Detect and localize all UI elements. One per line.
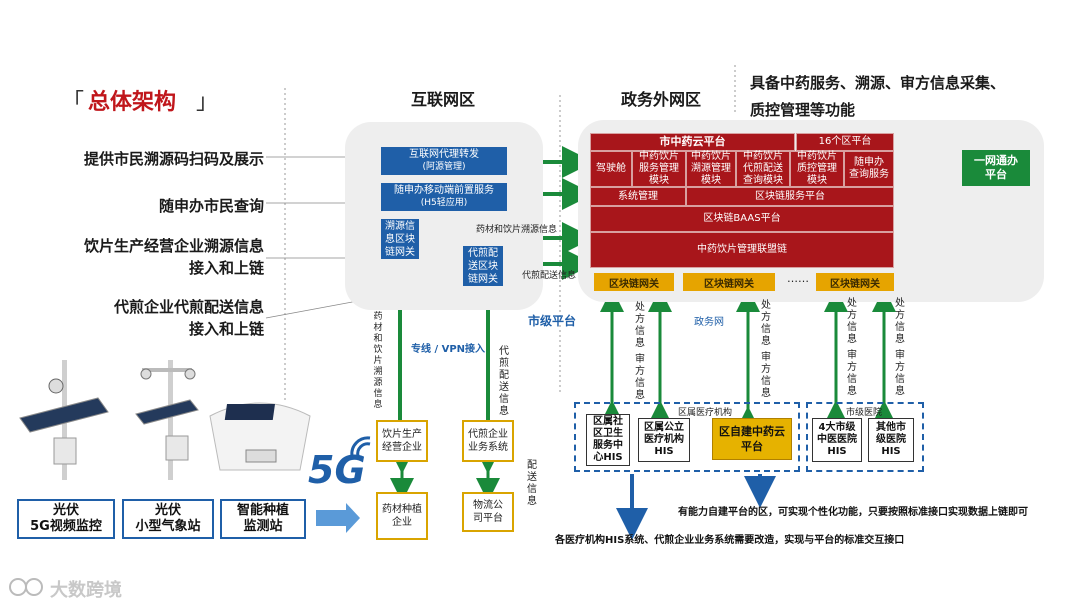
- weather-station-icon: [135, 360, 199, 480]
- watermark-text: 大数跨境: [50, 580, 122, 601]
- zone-gov-external-title: 政务外网区: [621, 90, 702, 109]
- chain-gateway-1: 区块链网关: [594, 273, 674, 291]
- title-close-bracket: 」: [196, 90, 219, 115]
- his-modify-note: 各医疗机构HIS系统、代煎企业业务系统需要改造，实现与平台的标准交互接口: [555, 535, 905, 546]
- district-self-built-tcm-cloud: 区自建中药云平台: [712, 418, 792, 460]
- functions-text: 具备中药服务、溯源、审方信息采集、质控管理等功能: [750, 74, 1006, 119]
- decoct-delivery-label: 代煎配送信息: [522, 271, 577, 281]
- chain-gateway-2: 区块链网关: [683, 273, 775, 291]
- v-audit-label-4: 审方信息: [895, 350, 905, 397]
- v-delivery-label: 配送信息: [527, 460, 537, 507]
- page-title: 总体架构: [88, 90, 177, 115]
- device-label-planting: 智能种植监测站: [220, 499, 306, 539]
- module-suishenban: 随申办查询服务: [844, 151, 894, 187]
- production-enterprise: 饮片生产经营企业: [376, 420, 428, 462]
- v-rx-label-1: 处方信息: [635, 302, 645, 349]
- v-herb-trace-label: 药材和饮片溯源信息: [373, 312, 383, 410]
- alliance-chain: 中药饮片管理联盟链: [590, 232, 894, 268]
- city-hospital-group: [806, 402, 924, 472]
- left-label-2: 随申办市民查询: [158, 197, 264, 215]
- proxy-forward-box: 互联网代理转发(阿源管理): [381, 147, 507, 175]
- v-rx-label-4: 处方信息: [895, 298, 905, 345]
- zone-internet-title: 互联网区: [411, 90, 476, 109]
- v-audit-label-3: 审方信息: [847, 350, 857, 397]
- one-net-platform: 一网通办平台: [962, 150, 1030, 186]
- decoct-chain-gateway-box: 代煎配送区块链网关: [463, 246, 503, 286]
- left-label-3: 饮片生产经营企业溯源信息接入和上链: [83, 237, 264, 277]
- self-build-note: 有能力自建平台的区，可实现个性化功能，只要按照标准接口实现数据上链即可: [678, 507, 1028, 518]
- district-hospital-group: [574, 402, 800, 472]
- vpn-label: 专线 / VPN接入: [411, 344, 486, 355]
- district-platforms: 16个区平台: [796, 133, 894, 151]
- city-hospital-group-label: 市级医院: [846, 408, 883, 418]
- decoct-enterprise-system: 代煎企业业务系统: [462, 420, 514, 462]
- signal-icon: [350, 436, 371, 457]
- planting-station-icon: [209, 402, 311, 471]
- left-label-1: 提供市民溯源码扫码及展示: [83, 150, 264, 168]
- herb-trace-label: 药材和饮片溯源信息: [476, 225, 558, 235]
- gov-net-label: 政务网: [694, 317, 724, 328]
- trace-chain-gateway-box: 溯源信息区块链网关: [381, 219, 419, 259]
- watermark-logo-icon: [9, 578, 43, 596]
- planting-enterprise: 药材种植企业: [376, 492, 428, 540]
- solar-camera-icon: [19, 360, 109, 480]
- module-quality: 中药饮片质控管理模块: [790, 151, 844, 187]
- city-platform-label: 市级平台: [528, 314, 577, 328]
- baas-platform: 区块链BAAS平台: [590, 206, 894, 232]
- module-service: 中药饮片服务管理模块: [632, 151, 686, 187]
- v-audit-label-1: 审方信息: [635, 354, 645, 401]
- mobile-frontend-box: 随申办移动端前置服务(H5轻应用): [381, 183, 507, 211]
- city-tcm-cloud-platform: 市中药云平台: [590, 133, 795, 151]
- module-trace: 中药饮片溯源管理模块: [686, 151, 736, 187]
- logistics-platform: 物流公司平台: [462, 492, 514, 532]
- district-hospital-group-label: 区属医疗机构: [678, 408, 733, 418]
- title-open-bracket: 「: [62, 90, 85, 115]
- system-management: 系统管理: [590, 187, 686, 206]
- community-his: 区属社区卫生服务中心HIS: [586, 414, 630, 466]
- chain-service-platform: 区块链服务平台: [686, 187, 894, 206]
- module-decoct-query: 中药饮片代煎配送查询模块: [736, 151, 790, 187]
- device-illustrations: [19, 360, 311, 480]
- v-audit-label-2: 审方信息: [761, 352, 771, 399]
- v-rx-label-3: 处方信息: [847, 298, 857, 345]
- chain-gateway-3: 区块链网关: [816, 273, 894, 291]
- 5g-logo: 5G: [308, 448, 366, 492]
- module-cockpit: 驾驶舱: [590, 151, 632, 187]
- v-decoct-delivery-label: 代煎配送信息: [499, 346, 509, 417]
- device-label-weather: 光伏小型气象站: [122, 499, 214, 539]
- left-label-4: 代煎企业代煎配送信息接入和上链: [113, 298, 264, 338]
- gateway-ellipsis: ……: [787, 272, 809, 285]
- v-rx-label-2: 处方信息: [761, 300, 771, 347]
